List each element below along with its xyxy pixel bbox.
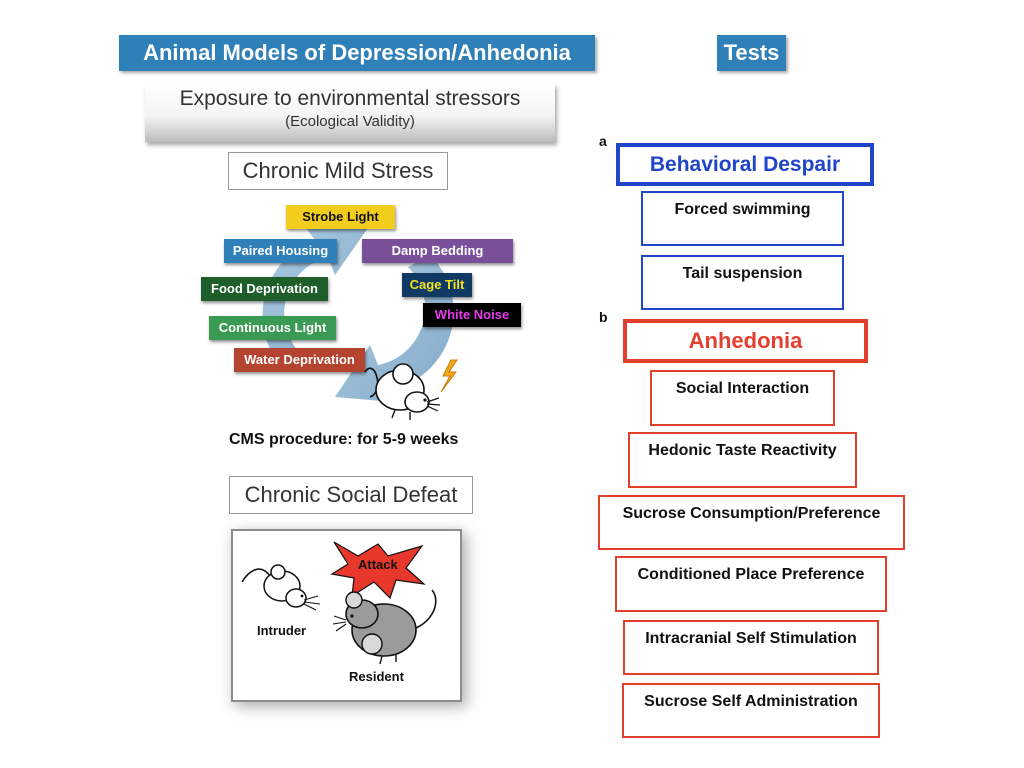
stressor-label: Water Deprivation (244, 352, 355, 367)
test-social-interaction: Social Interaction (650, 370, 835, 426)
test-label: Hedonic Taste Reactivity (648, 442, 837, 459)
left-header: Animal Models of Depression/Anhedonia (119, 35, 595, 71)
stressor-label: White Noise (434, 307, 510, 322)
exposure-subtitle: (Ecological Validity) (285, 113, 415, 130)
behavioral-despair-box: Behavioral Despair (616, 143, 874, 186)
anhedonia-box: Anhedonia (623, 319, 868, 363)
right-header: Tests (717, 35, 786, 71)
stressor-label: Strobe Light (302, 209, 379, 224)
intruder-mouse-illustration (241, 564, 321, 611)
test-label: Sucrose Self Administration (644, 693, 858, 710)
stressor-white-noise: White Noise (423, 303, 521, 327)
anhedonia-title: Anhedonia (688, 328, 803, 353)
test-sucrose-self-administration: Sucrose Self Administration (622, 683, 880, 738)
stressor-label: Continuous Light (218, 320, 327, 335)
test-label: Tail suspension (682, 265, 803, 282)
behavioral-despair-title: Behavioral Despair (649, 153, 841, 176)
intruder-label: Intruder (257, 623, 307, 638)
csd-title: Chronic Social Defeat (229, 476, 473, 514)
test-hedonic-taste-reactivity: Hedonic Taste Reactivity (628, 432, 857, 488)
test-label: Conditioned Place Preference (637, 566, 865, 583)
stressor-strobe-light: Strobe Light (286, 205, 395, 229)
stressor-continuous-light: Continuous Light (209, 316, 336, 340)
stressor-water-deprivation: Water Deprivation (234, 348, 365, 372)
stressor-food-deprivation: Food Deprivation (201, 277, 328, 301)
test-intracranial-self-stimulation: Intracranial Self Stimulation (623, 620, 879, 675)
section-a-letter: a (599, 133, 607, 149)
exposure-title: Exposure to environmental stressors (179, 87, 521, 110)
test-sucrose-consumption: Sucrose Consumption/Preference (598, 495, 905, 550)
exposure-box: Exposure to environmental stressors (Eco… (145, 84, 555, 142)
stressor-label: Damp Bedding (391, 243, 484, 258)
stressor-label: Paired Housing (232, 243, 329, 258)
test-label: Sucrose Consumption/Preference (622, 505, 881, 522)
stressor-damp-bedding: Damp Bedding (362, 239, 513, 263)
stressor-cage-tilt: Cage Tilt (402, 273, 472, 297)
test-tail-suspension: Tail suspension (641, 255, 844, 310)
test-label: Social Interaction (675, 380, 810, 397)
stressed-mouse-illustration (364, 359, 458, 420)
test-conditioned-place-preference: Conditioned Place Preference (615, 556, 887, 612)
section-b-letter: b (599, 309, 608, 325)
cms-title: Chronic Mild Stress (228, 152, 448, 190)
resident-mouse-illustration (332, 589, 437, 665)
stressor-label: Food Deprivation (211, 281, 318, 296)
test-label: Intracranial Self Stimulation (645, 630, 857, 647)
test-label: Forced swimming (674, 201, 811, 218)
stressor-paired-housing: Paired Housing (224, 239, 337, 263)
attack-burst-shape (330, 541, 426, 600)
cms-procedure-caption: CMS procedure: for 5-9 weeks (229, 431, 459, 448)
stressor-label: Cage Tilt (409, 277, 465, 292)
attack-label: Attack (358, 557, 398, 572)
resident-label: Resident (349, 669, 404, 684)
test-forced-swimming: Forced swimming (641, 191, 844, 246)
